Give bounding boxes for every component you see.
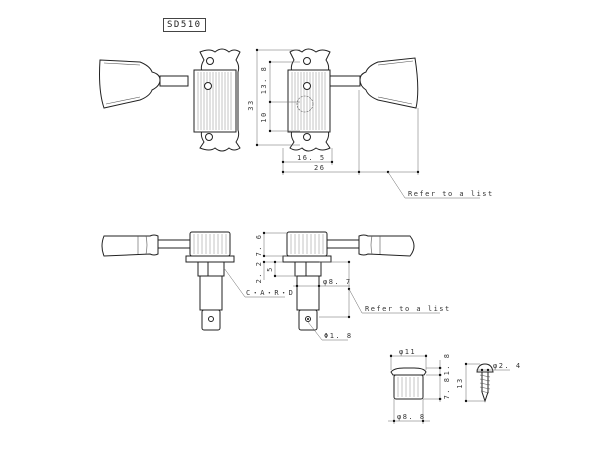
side-view-dimensions: 7. 6 2. 2 5 φ8. 7 Refer to a list Φ1. 8	[255, 231, 451, 341]
tuner-right-side-view	[282, 231, 415, 331]
dim-knob-height: 7. 6	[255, 234, 263, 257]
dim-upper: 13. 8	[260, 66, 268, 95]
dim-screw-diameter: φ2. 4	[493, 362, 522, 370]
dim-bushing-height: 5	[266, 266, 274, 272]
callout-refer-side: Refer to a list	[365, 305, 451, 313]
dim-post-diameter: φ8. 7	[323, 278, 352, 286]
tuner-left-top-view	[99, 48, 241, 152]
model-label: SD510	[163, 18, 206, 32]
screw-detail: 13 φ2. 4	[456, 362, 522, 403]
dim-plate-width: 16. 5	[297, 154, 326, 162]
dim-overall-height: 33	[247, 99, 255, 110]
dim-hole-diameter: Φ1. 8	[324, 332, 353, 340]
dim-bushing-bottom-diameter: φ8. 8	[397, 413, 426, 421]
tuner-left-side-view: C・A・R・D	[101, 231, 294, 331]
callout-card: C・A・R・D	[246, 289, 294, 297]
callout-refer-top: Refer to a list	[408, 190, 494, 198]
dim-bushing-offset: 2. 2	[255, 261, 263, 284]
dim-body-height: 7. 8	[443, 377, 451, 400]
bushing-detail: φ11 1. 8 7. 8 φ8. 8	[388, 348, 451, 424]
dim-screw-length: 13	[456, 377, 464, 388]
dim-total-width: 26	[314, 164, 325, 172]
dim-flange-height: 1. 8	[443, 353, 451, 376]
top-view-dimensions: 33 13. 8 10 16. 5 26 Refer to a list	[247, 48, 494, 199]
dim-lower: 10	[260, 111, 268, 122]
dim-bushing-top-diameter: φ11	[399, 348, 416, 356]
tuner-right-top-view	[287, 48, 419, 152]
